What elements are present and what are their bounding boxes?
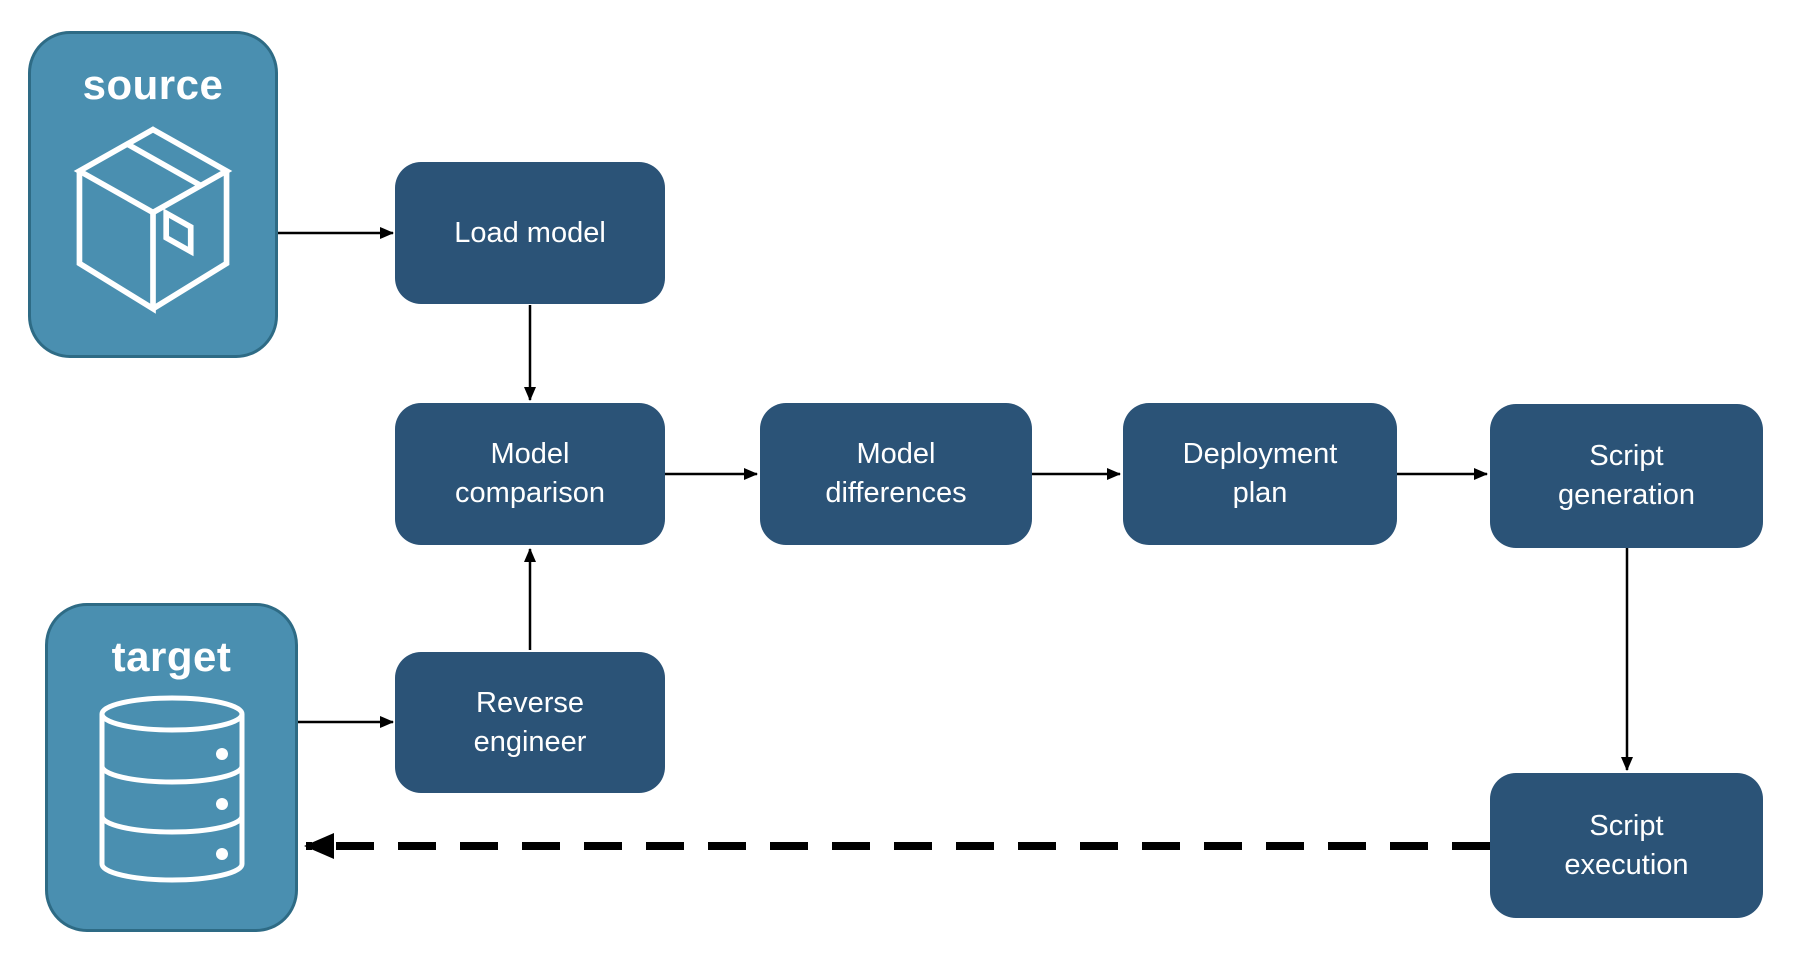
node-model-comparison: Model comparison	[395, 403, 665, 545]
database-icon	[99, 695, 244, 883]
endpoint-target: target	[45, 603, 298, 932]
endpoint-source: source	[28, 31, 278, 358]
node-load-model: Load model	[395, 162, 665, 304]
node-model-differences: Model differences	[760, 403, 1032, 545]
target-label: target	[111, 633, 232, 680]
source-label: source	[82, 61, 224, 108]
node-deployment-plan: Deployment plan	[1123, 403, 1397, 545]
node-script-generation: Script generation	[1490, 404, 1763, 548]
package-icon	[73, 126, 233, 314]
node-reverse-engineer: Reverse engineer	[395, 652, 665, 793]
node-script-execution: Script execution	[1490, 773, 1763, 918]
